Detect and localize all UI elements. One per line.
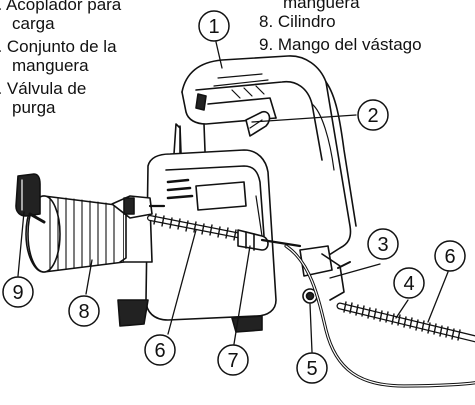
callout-circle-4 xyxy=(393,267,425,299)
callout-circle-6b xyxy=(434,240,466,272)
legend-right-line-3: 9. Mango del vástago xyxy=(259,35,422,54)
legend-left-line-6: purga xyxy=(12,98,56,117)
legend-left-line-2: carga xyxy=(12,14,55,33)
callout-circle-8 xyxy=(68,295,100,327)
legend-left-line-1: 3. Acoplador para xyxy=(0,0,122,14)
hose-assembly-right xyxy=(336,301,475,343)
plunger-handle xyxy=(15,173,46,224)
legend-left-line-3: 4. Conjunto de la xyxy=(0,37,117,56)
callout-circle-3 xyxy=(367,228,399,260)
motor-body xyxy=(117,149,277,333)
legend-right-line-1: manguera xyxy=(283,0,360,12)
legend-left-line-5: 5. Válvula de xyxy=(0,79,87,98)
callout-label-6b: 6 xyxy=(444,246,455,268)
callout-label-8: 8 xyxy=(78,301,89,323)
callout-label-1: 1 xyxy=(208,16,219,38)
callout-label-7: 7 xyxy=(227,350,238,372)
hose-spring-guard-front xyxy=(147,213,302,251)
callout-label-2: 2 xyxy=(367,105,378,127)
grease-cylinder xyxy=(25,195,153,273)
callout-circle-2 xyxy=(357,99,389,131)
legend-left-line-4: manguera xyxy=(12,56,89,75)
callout-circle-6a xyxy=(144,334,176,366)
callout-circle-5 xyxy=(296,352,328,384)
callout-label-5: 5 xyxy=(306,358,317,380)
callout-label-6a: 6 xyxy=(154,340,165,362)
callout-label-3: 3 xyxy=(377,234,388,256)
cylinder-coupler xyxy=(111,195,166,219)
callout-circle-9 xyxy=(2,276,34,308)
callout-label-9: 9 xyxy=(12,282,23,304)
callout-circle-7 xyxy=(217,344,249,376)
callouts xyxy=(2,10,466,384)
handle-housing xyxy=(171,55,357,263)
leader-lines xyxy=(17,41,449,353)
callout-label-4: 4 xyxy=(403,273,414,295)
flexible-hose xyxy=(284,244,475,388)
legend-right-line-2: 8. Cilindro xyxy=(259,12,336,31)
callout-circle-1 xyxy=(198,10,230,42)
